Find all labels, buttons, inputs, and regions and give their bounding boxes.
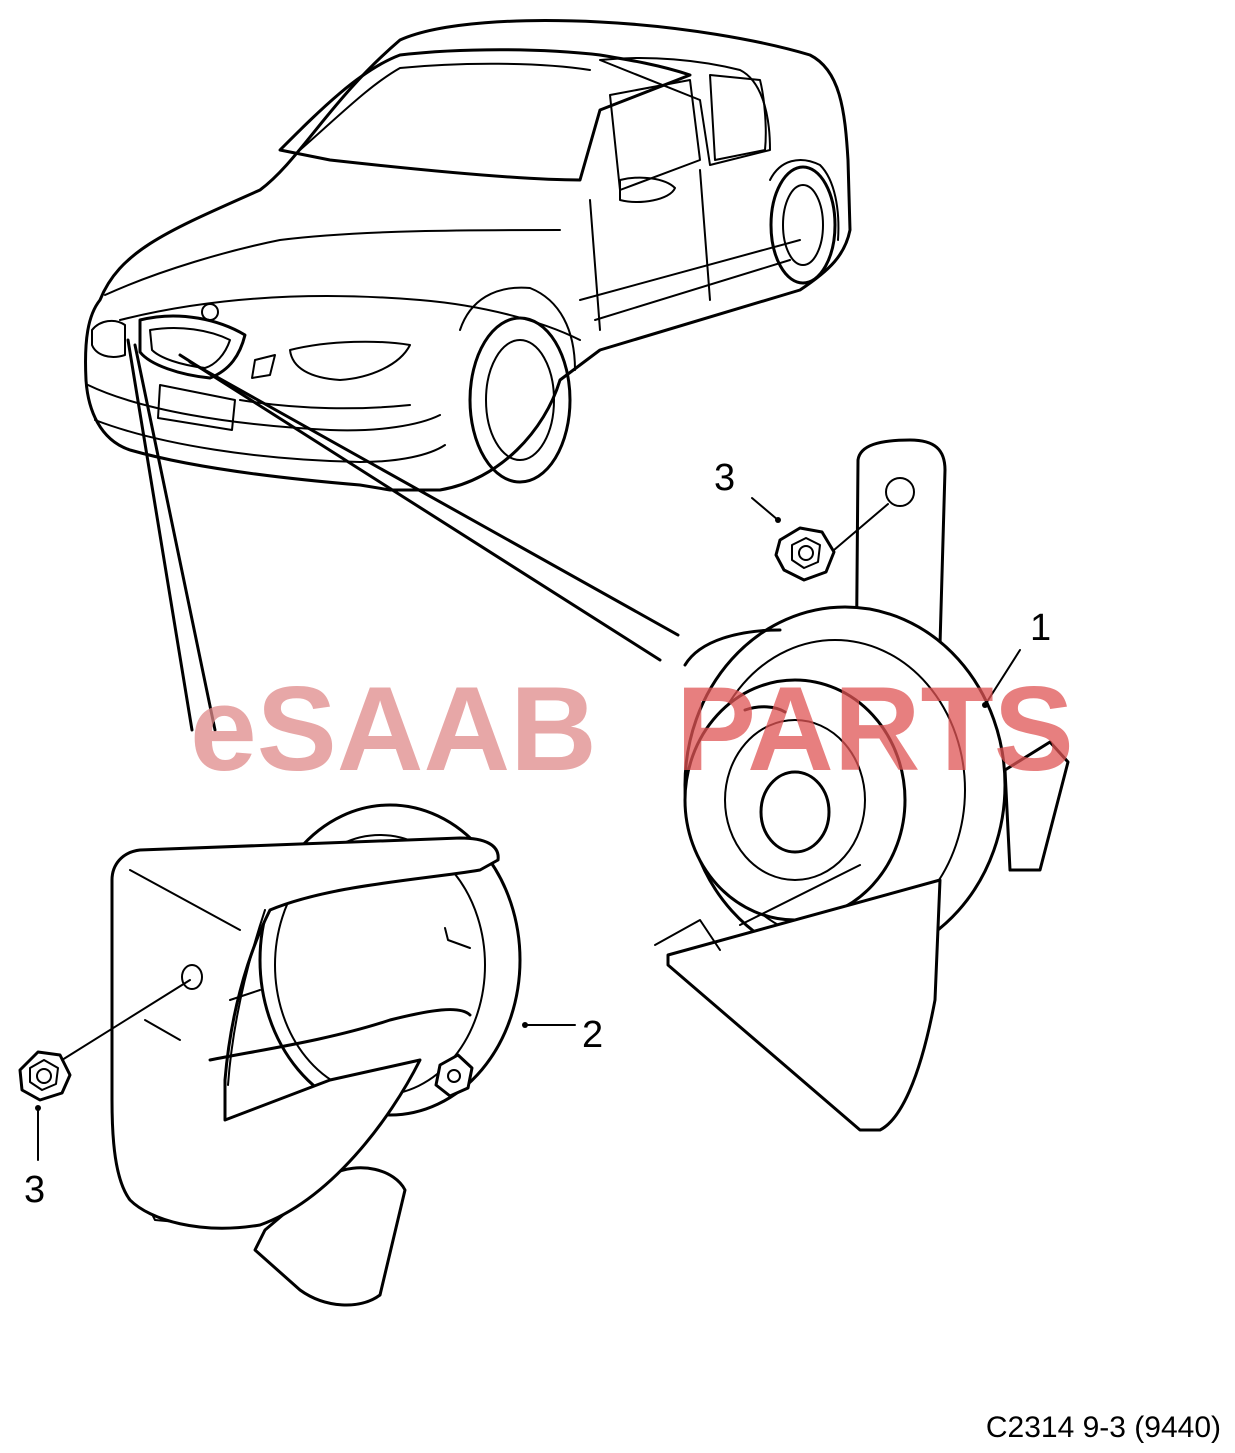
watermark-logo: eSAAB PARTS: [190, 662, 1074, 796]
horn-icon: [110, 803, 522, 1307]
figure-code: C2314 9-3 (9440): [985, 1411, 1221, 1444]
leader-lines: [126, 338, 680, 732]
callout-leader-1: [984, 649, 1021, 706]
watermark-prefix: eSAAB: [190, 662, 597, 796]
callout-leader-3-upper: [751, 497, 779, 521]
callout-part-3-lower: 3: [24, 1169, 45, 1211]
callout-dot-3-upper: [775, 517, 781, 523]
watermark-suffix: PARTS: [676, 662, 1074, 796]
nut-icon: [18, 979, 191, 1102]
callout-part-3-upper: 3: [714, 457, 735, 499]
callout-dot-2: [522, 1022, 528, 1028]
callout-dot-1: [982, 702, 988, 708]
callout-part-1: 1: [1030, 607, 1051, 649]
callout-dot-3-lower: [35, 1105, 41, 1111]
callout-part-2: 2: [582, 1014, 603, 1056]
nut-icon: [774, 503, 889, 582]
horn-icon: [654, 438, 1070, 1132]
car-icon: [84, 19, 852, 492]
